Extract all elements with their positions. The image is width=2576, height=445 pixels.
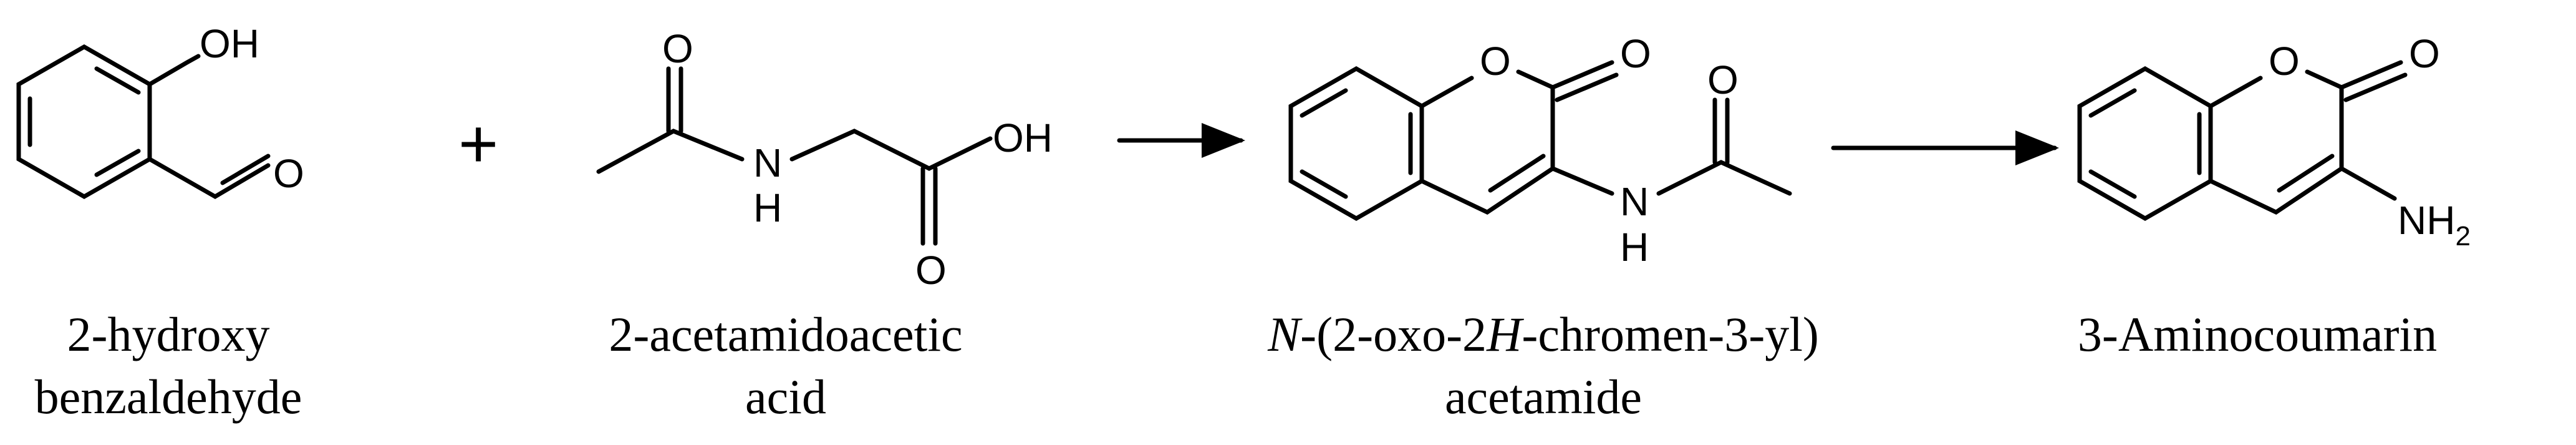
benzo-inner-bonds: [1300, 88, 1413, 199]
atom-o-aldehyde: O: [273, 151, 304, 196]
atom-n-amide: N: [1620, 179, 1649, 224]
benzo-ring: [2077, 66, 2213, 222]
name-aminocoumarin: 3-Aminocoumarin: [2078, 307, 2437, 361]
acetylglycine-structure: O N H OH O: [596, 26, 1053, 293]
atom-oh-acid: OH: [993, 115, 1053, 160]
benzene-ring: [16, 44, 152, 200]
pyranone-ring: [2208, 69, 2344, 215]
acetamide-chain: [1550, 160, 1792, 196]
name-acetamidocoumarin-line1: N-(2-oxo-2H-chromen-3-yl): [1267, 307, 1819, 361]
atom-o-ring: O: [2269, 39, 2300, 84]
benzene-inner-bonds: [27, 66, 141, 177]
name-part1: -(2-oxo-2: [1300, 307, 1487, 361]
lactone-carbonyl: [2339, 60, 2408, 102]
acid-carbonyl: [920, 166, 938, 246]
atom-nh2: NH2: [2398, 198, 2471, 252]
acetamidocoumarin-structure: O O N H O: [1288, 31, 1792, 270]
name-part2: -chromen-3-yl): [1522, 307, 1818, 361]
atom-n: N: [753, 140, 782, 185]
lactone-carbonyl: [1550, 60, 1619, 102]
atom-o-lactone: O: [1620, 31, 1651, 76]
atom-o-lactone: O: [2409, 31, 2440, 76]
name-acetylglycine-line1: 2-acetamidoacetic: [609, 307, 962, 361]
pyranone-double-bond: [2277, 154, 2335, 193]
plus-sign: +: [458, 105, 498, 182]
atom-o-acetyl: O: [662, 26, 693, 71]
aminocoumarin-structure: O O NH2: [2077, 31, 2471, 252]
acetyl-carbonyl: [666, 66, 683, 134]
aldehyde-bonds: [147, 154, 271, 200]
name-acetylglycine-line2: acid: [745, 369, 826, 424]
glycine-chain: [789, 129, 993, 171]
atom-h-amide: H: [1620, 225, 1649, 270]
pyranone-ring: [1419, 69, 1555, 215]
hydroxyl-bond: [147, 54, 201, 87]
name-italic-h: H: [1486, 307, 1524, 361]
atom-oh: OH: [200, 21, 259, 66]
acetyl-chain: [596, 129, 745, 174]
atom-o-acid: O: [915, 248, 947, 293]
amide-carbonyl: [1712, 97, 1730, 165]
atom-nh: NH: [2398, 198, 2455, 243]
name-italic-n: N: [1267, 307, 1303, 361]
benzo-inner-bonds: [2088, 88, 2202, 199]
name-salicylaldehyde-line2: benzaldehyde: [35, 369, 302, 424]
name-acetamidocoumarin-line2: acetamide: [1445, 369, 1642, 424]
name-salicylaldehyde-line1: 2-hydroxy: [67, 307, 270, 361]
amine-bond: [2339, 166, 2397, 201]
benzo-ring: [1288, 66, 1424, 222]
atom-o-amide: O: [1707, 57, 1739, 102]
salicylaldehyde-structure: OH O: [16, 21, 304, 200]
pyranone-double-bond: [1488, 154, 1546, 193]
subscript-2: 2: [2455, 221, 2470, 252]
atom-h: H: [753, 185, 782, 230]
atom-o-ring: O: [1480, 39, 1511, 84]
